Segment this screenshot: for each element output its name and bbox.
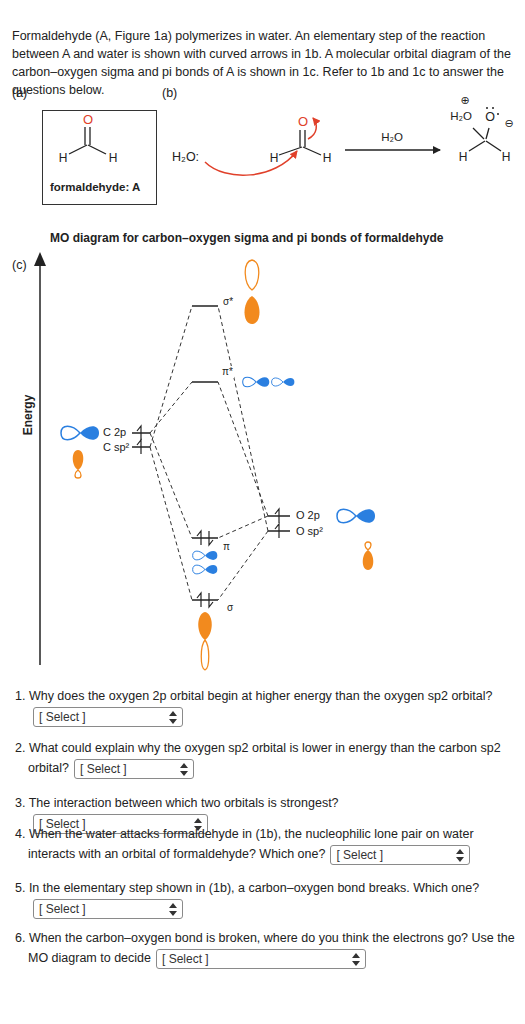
question-text: 5. In the elementary step shown in (1b),… bbox=[15, 881, 479, 895]
intro-text: Formaldehyde (A, Figure 1a) polymerizes … bbox=[12, 27, 517, 100]
water-label: H₂O: bbox=[172, 150, 199, 165]
question: 1. Why does the oxygen 2p orbital begin … bbox=[15, 686, 515, 727]
orbital-label: C sp² bbox=[103, 441, 129, 454]
atom-label: O bbox=[485, 110, 495, 125]
atom-label: O bbox=[298, 114, 308, 130]
select-chevrons bbox=[169, 903, 177, 916]
select-dropdown: [ Select ] bbox=[330, 845, 470, 865]
select-chevrons bbox=[456, 849, 464, 862]
orbital-label: π bbox=[222, 541, 231, 553]
select-dropdown: [ Select ] bbox=[33, 707, 183, 727]
figure-box: O H Hformaldehyde: A bbox=[42, 110, 157, 205]
panel-label: (a) bbox=[12, 86, 27, 101]
select-chevrons bbox=[180, 763, 188, 776]
orbital-label: C 2p bbox=[103, 426, 126, 439]
atom-label: H₂O bbox=[450, 110, 472, 124]
select-chevrons bbox=[169, 711, 177, 724]
orbital-label: σ bbox=[226, 602, 234, 614]
question: 2. What could explain why the oxygen sp2… bbox=[15, 738, 515, 779]
question: 6. When the carbon–oxygen bond is broken… bbox=[15, 928, 515, 969]
charge-label: ⊖ bbox=[504, 117, 513, 130]
select-text: [ Select ] bbox=[39, 902, 86, 916]
compound-name: formaldehyde: A bbox=[50, 181, 140, 195]
panel-label: (b) bbox=[162, 86, 177, 101]
question: 4. When the water attacks formaldehyde i… bbox=[15, 824, 515, 865]
reagent-label: H₂O bbox=[381, 131, 403, 145]
atom-label: H bbox=[59, 151, 68, 165]
select-text: [ Select ] bbox=[336, 848, 383, 862]
orbital-label: O 2p bbox=[296, 509, 320, 522]
charge-label: ⊕ bbox=[460, 94, 469, 107]
select-dropdown: [ Select ] bbox=[74, 759, 194, 779]
axis-label: Energy bbox=[21, 395, 35, 436]
orbital-label: σ* bbox=[222, 296, 234, 308]
atom-label: H bbox=[270, 151, 279, 165]
orbital-label: π* bbox=[221, 366, 234, 378]
select-dropdown: [ Select ] bbox=[33, 899, 183, 919]
select-text: [ Select ] bbox=[162, 952, 209, 966]
panel-label: (c) bbox=[12, 258, 27, 273]
select-text: [ Select ] bbox=[39, 710, 86, 724]
select-text: [ Select ] bbox=[80, 762, 127, 776]
select-dropdown: [ Select ] bbox=[156, 949, 366, 969]
diagram-title: MO diagram for carbon–oxygen sigma and p… bbox=[50, 231, 443, 245]
question-text: 1. Why does the oxygen 2p orbital begin … bbox=[15, 689, 492, 703]
atom-label: H bbox=[459, 150, 468, 164]
select-chevrons bbox=[352, 953, 360, 966]
orbital-label: O sp² bbox=[296, 525, 323, 538]
question: 5. In the elementary step shown in (1b),… bbox=[15, 878, 515, 919]
atom-label: H bbox=[323, 151, 332, 165]
atom-label: H bbox=[502, 150, 511, 164]
atom-label: H bbox=[109, 151, 118, 165]
atom-label: O bbox=[83, 112, 93, 128]
question-text: 3. The interaction between which two orb… bbox=[15, 796, 339, 810]
